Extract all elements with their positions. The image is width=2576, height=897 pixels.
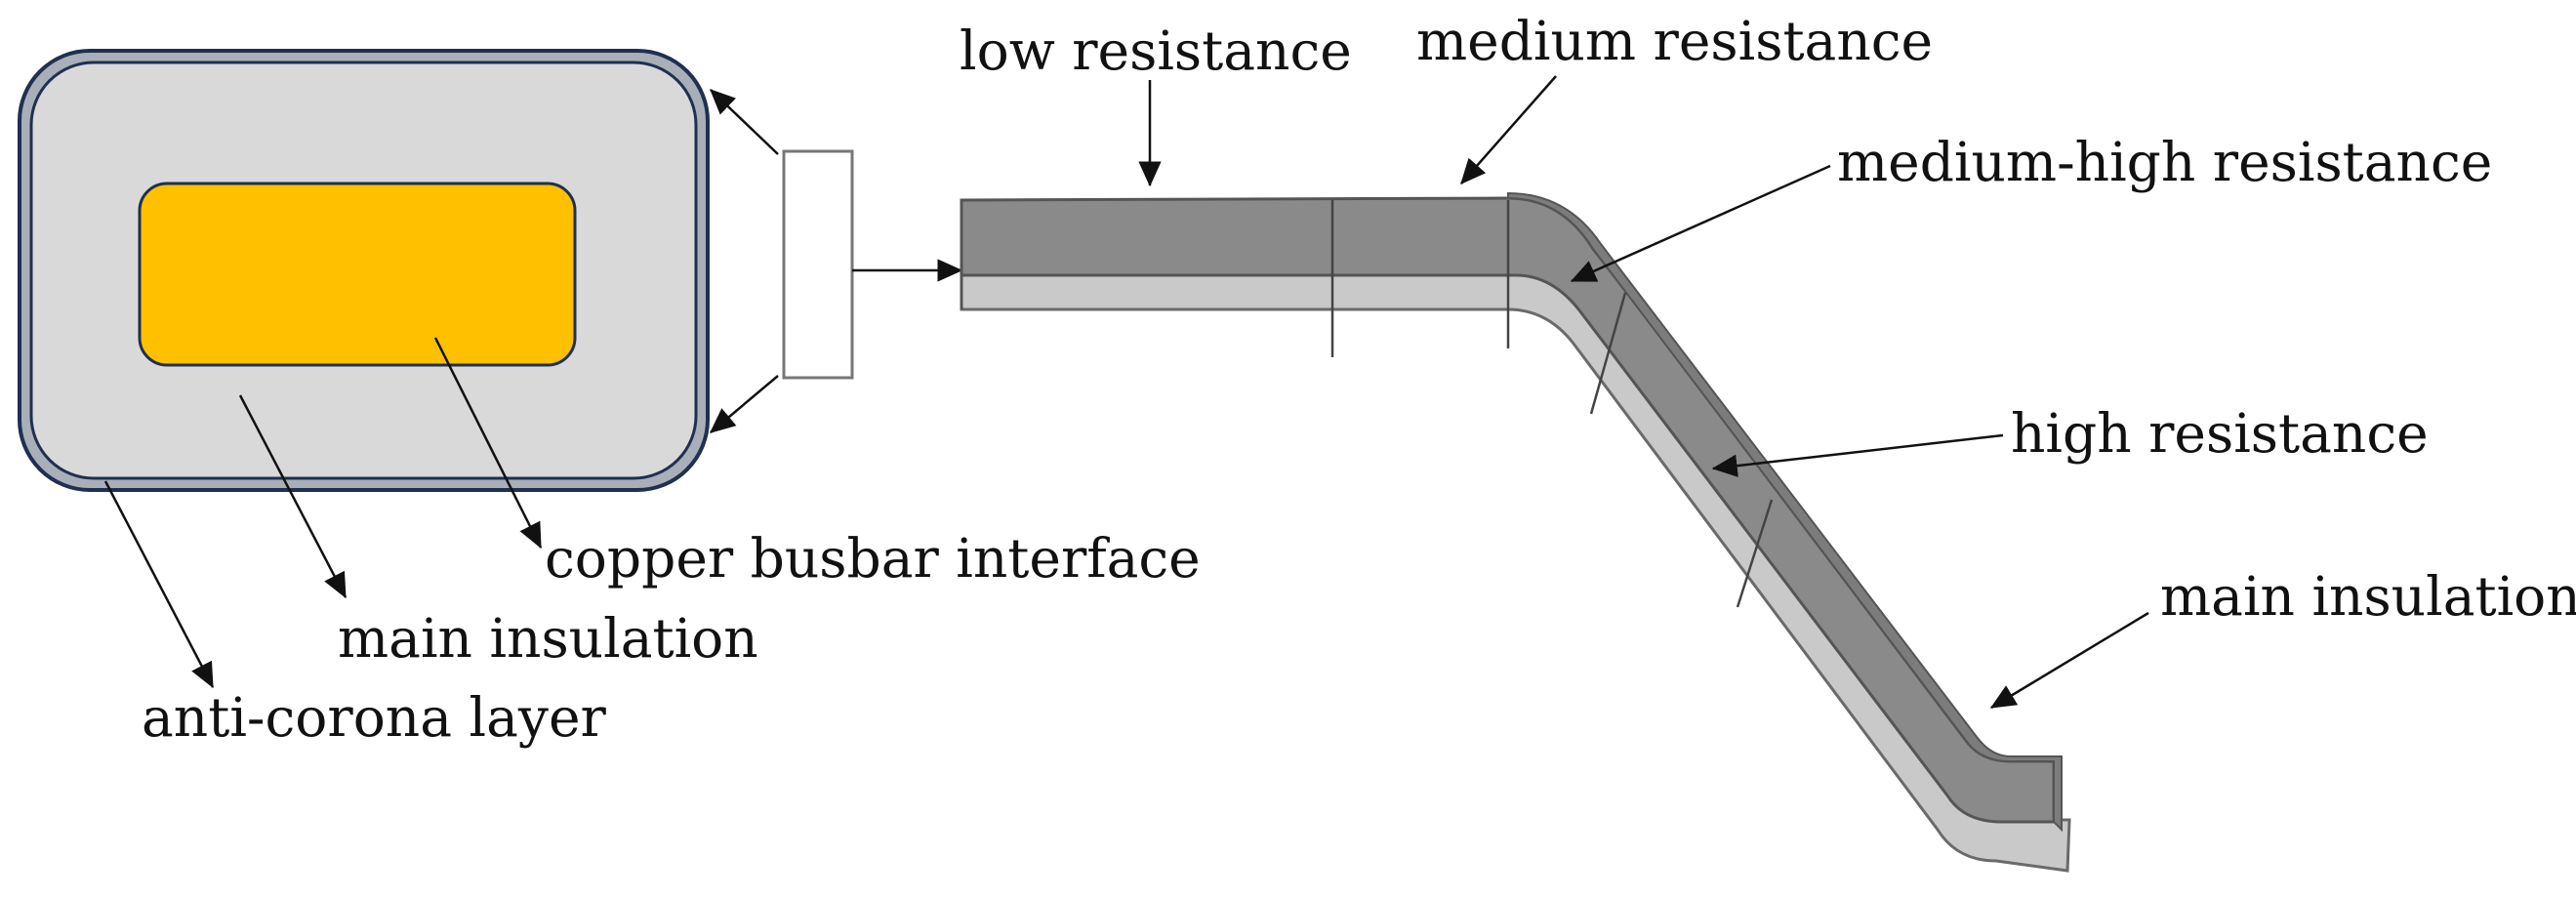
label-medium-resistance: medium resistance	[1416, 10, 1933, 72]
arrow-main-insulation-left	[238, 394, 348, 599]
label-high-resistance: high resistance	[2011, 402, 2429, 465]
label-medium-high-resistance: medium-high resistance	[1837, 131, 2492, 193]
label-anti-corona-layer: anti-corona layer	[142, 686, 607, 749]
busbar-side-face	[1507, 191, 2063, 833]
cross-section	[18, 49, 710, 492]
arrow-anti-corona-layer	[103, 480, 215, 689]
box-arrow-lower	[710, 375, 779, 433]
arrow-copper-busbar-interface	[433, 337, 543, 550]
arrow-main-insulation-right	[1989, 611, 2149, 710]
label-copper-busbar-interface: copper busbar interface	[545, 527, 1201, 590]
arrow-high-resistance	[1711, 433, 2004, 477]
section-marker-box	[782, 149, 854, 380]
arrow-medium-high-resistance	[1570, 164, 1831, 283]
busbar-3d	[960, 191, 2071, 873]
label-main-insulation-right: main insulation	[2160, 565, 2576, 628]
segment-line-3	[1589, 292, 1627, 415]
segment-line-4	[1736, 499, 1774, 608]
label-main-insulation-left: main insulation	[338, 607, 758, 670]
copper-busbar-shape	[138, 182, 577, 367]
box-arrow-upper	[710, 89, 779, 155]
arrow-medium-resistance	[1460, 75, 1557, 184]
label-low-resistance: low resistance	[960, 20, 1352, 82]
